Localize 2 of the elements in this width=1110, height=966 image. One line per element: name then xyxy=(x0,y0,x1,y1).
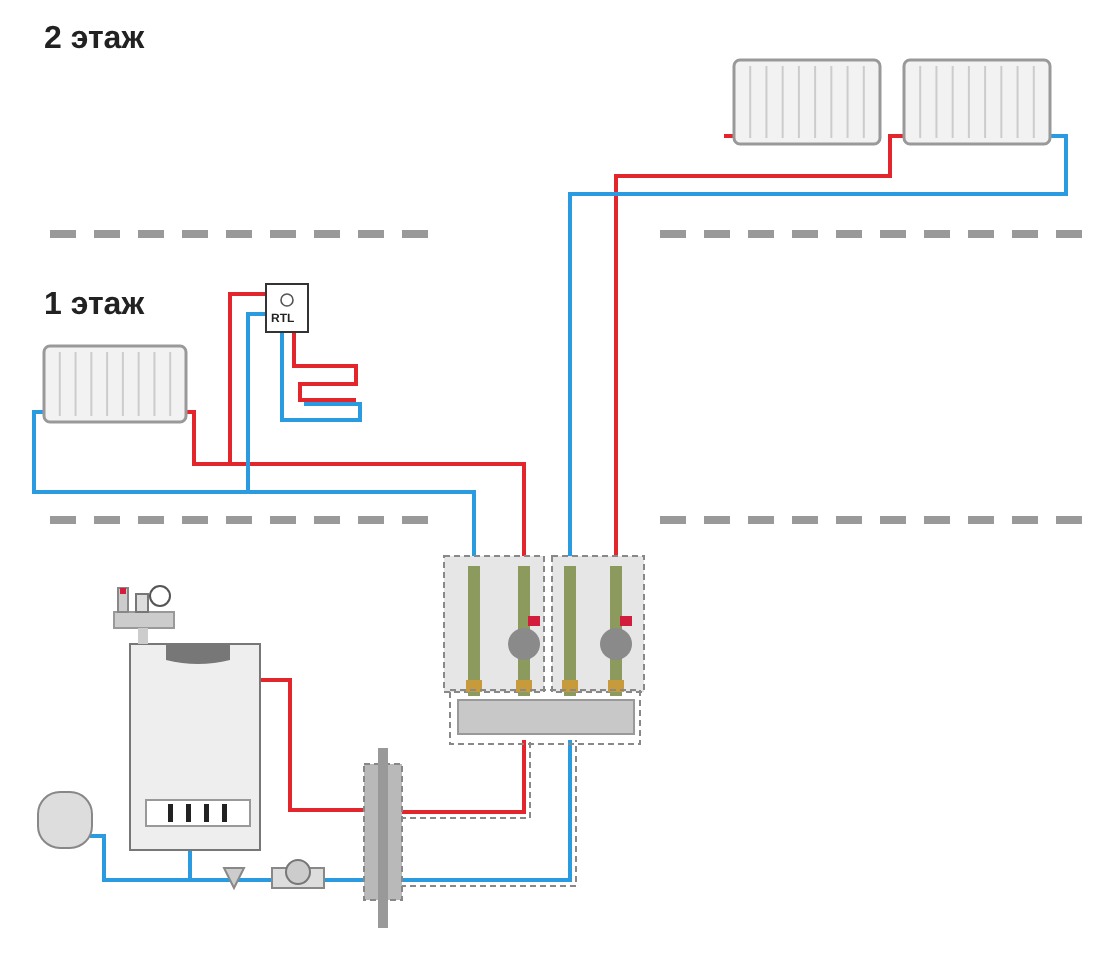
floor-label: 2 этаж xyxy=(44,24,145,56)
floor-label: 1 этаж xyxy=(44,290,145,322)
